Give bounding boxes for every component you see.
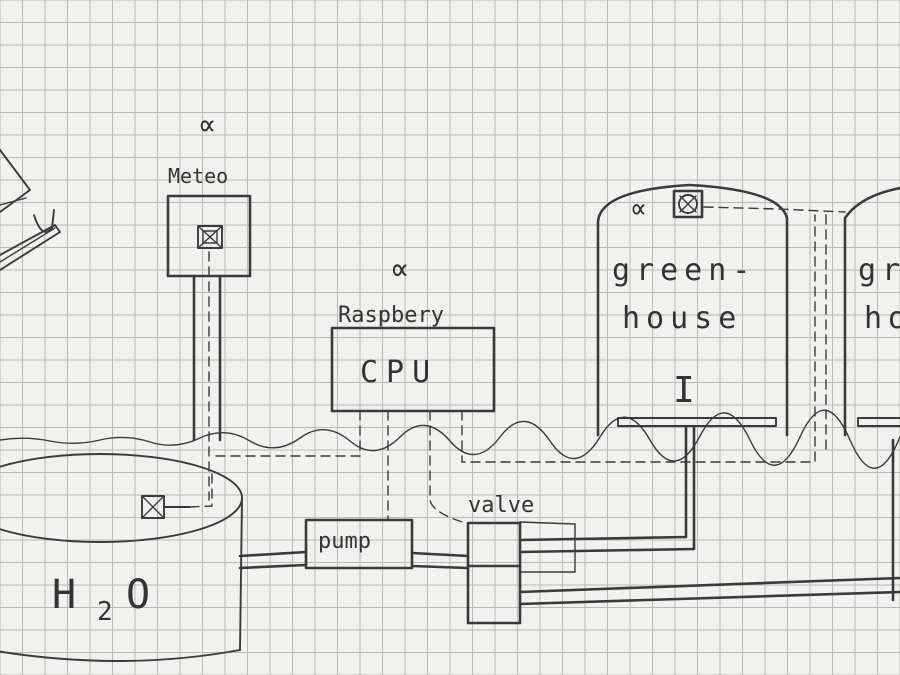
raspberry-label: Raspbery — [338, 303, 444, 328]
solar-panel-fragment — [0, 149, 61, 271]
greenhouse-alpha-symbol: ∝ — [630, 192, 647, 225]
ground-line — [0, 409, 900, 469]
cpu-label: CPU — [360, 355, 438, 390]
sensor-box-meteo — [197, 225, 223, 249]
water-label-2: 2 — [97, 597, 113, 627]
greenhouse-1: ∝ green- house I — [596, 183, 789, 437]
pump-label: pump — [318, 529, 371, 554]
greenhouse2-label-line2: ho — [864, 301, 900, 336]
greenhouse-gauge: I — [673, 370, 695, 411]
meteo-label: Meteo — [168, 164, 228, 188]
greenhouse-link-dashed — [703, 206, 846, 213]
meteo-alpha-symbol: ∝ — [198, 108, 216, 143]
meteo-station: ∝ Meteo — [166, 108, 252, 501]
pipes-valve-to-greenhouses — [518, 424, 900, 606]
greenhouse-label-line2: house — [622, 301, 742, 336]
pipe-tank-to-pump — [238, 550, 470, 570]
valve-label: valve — [468, 493, 534, 518]
raspberry-alpha-symbol: ∝ — [390, 250, 409, 288]
water-label-o: O — [126, 572, 150, 618]
water-label-h: H — [52, 572, 76, 618]
water-tank: H 2 O — [0, 453, 243, 662]
raspberry-cpu: ∝ Raspbery CPU — [214, 214, 816, 523]
pump: pump — [304, 518, 414, 570]
greenhouse-2: gr ho — [843, 186, 900, 602]
sensor-box-water — [141, 495, 191, 519]
cpu-box — [330, 326, 496, 413]
valve: valve — [466, 493, 576, 625]
greenhouse2-label-line1: gr — [858, 253, 900, 288]
sensor-box-greenhouse — [672, 189, 704, 219]
greenhouse-label-line1: green- — [612, 253, 756, 288]
